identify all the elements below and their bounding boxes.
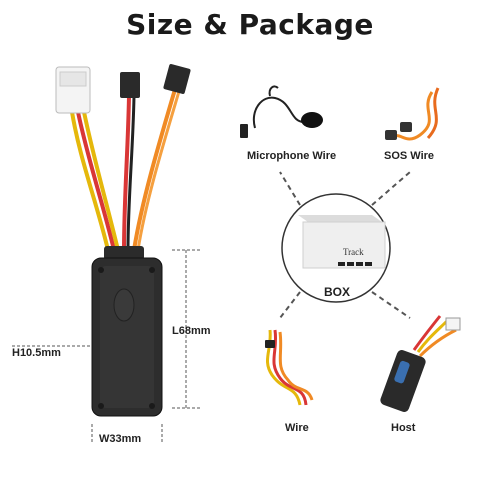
height-dimension-label: H10.5mm <box>12 347 61 359</box>
microphone-wire-label: Microphone Wire <box>247 150 337 162</box>
package-connectors <box>279 171 411 319</box>
box-print-text: Track <box>343 247 364 257</box>
wire-harness-illustration <box>265 329 314 406</box>
host-device-illustration <box>380 315 461 412</box>
dimension-lines <box>12 249 200 444</box>
sos-wire-label: SOS Wire <box>384 150 435 162</box>
host-label: Host <box>391 422 416 434</box>
microphone-wire-illustration <box>240 85 323 138</box>
sos-wire-illustration <box>385 87 440 141</box>
wire-label: Wire <box>285 422 309 434</box>
width-dimension-label: W33mm <box>99 433 142 445</box>
page-title: Size & Package <box>126 8 374 41</box>
length-dimension-label: L68mm <box>172 325 211 337</box>
box-illustration <box>298 215 386 269</box>
gps-tracker-device-illustration <box>55 64 191 417</box>
box-label: BOX <box>324 285 351 299</box>
